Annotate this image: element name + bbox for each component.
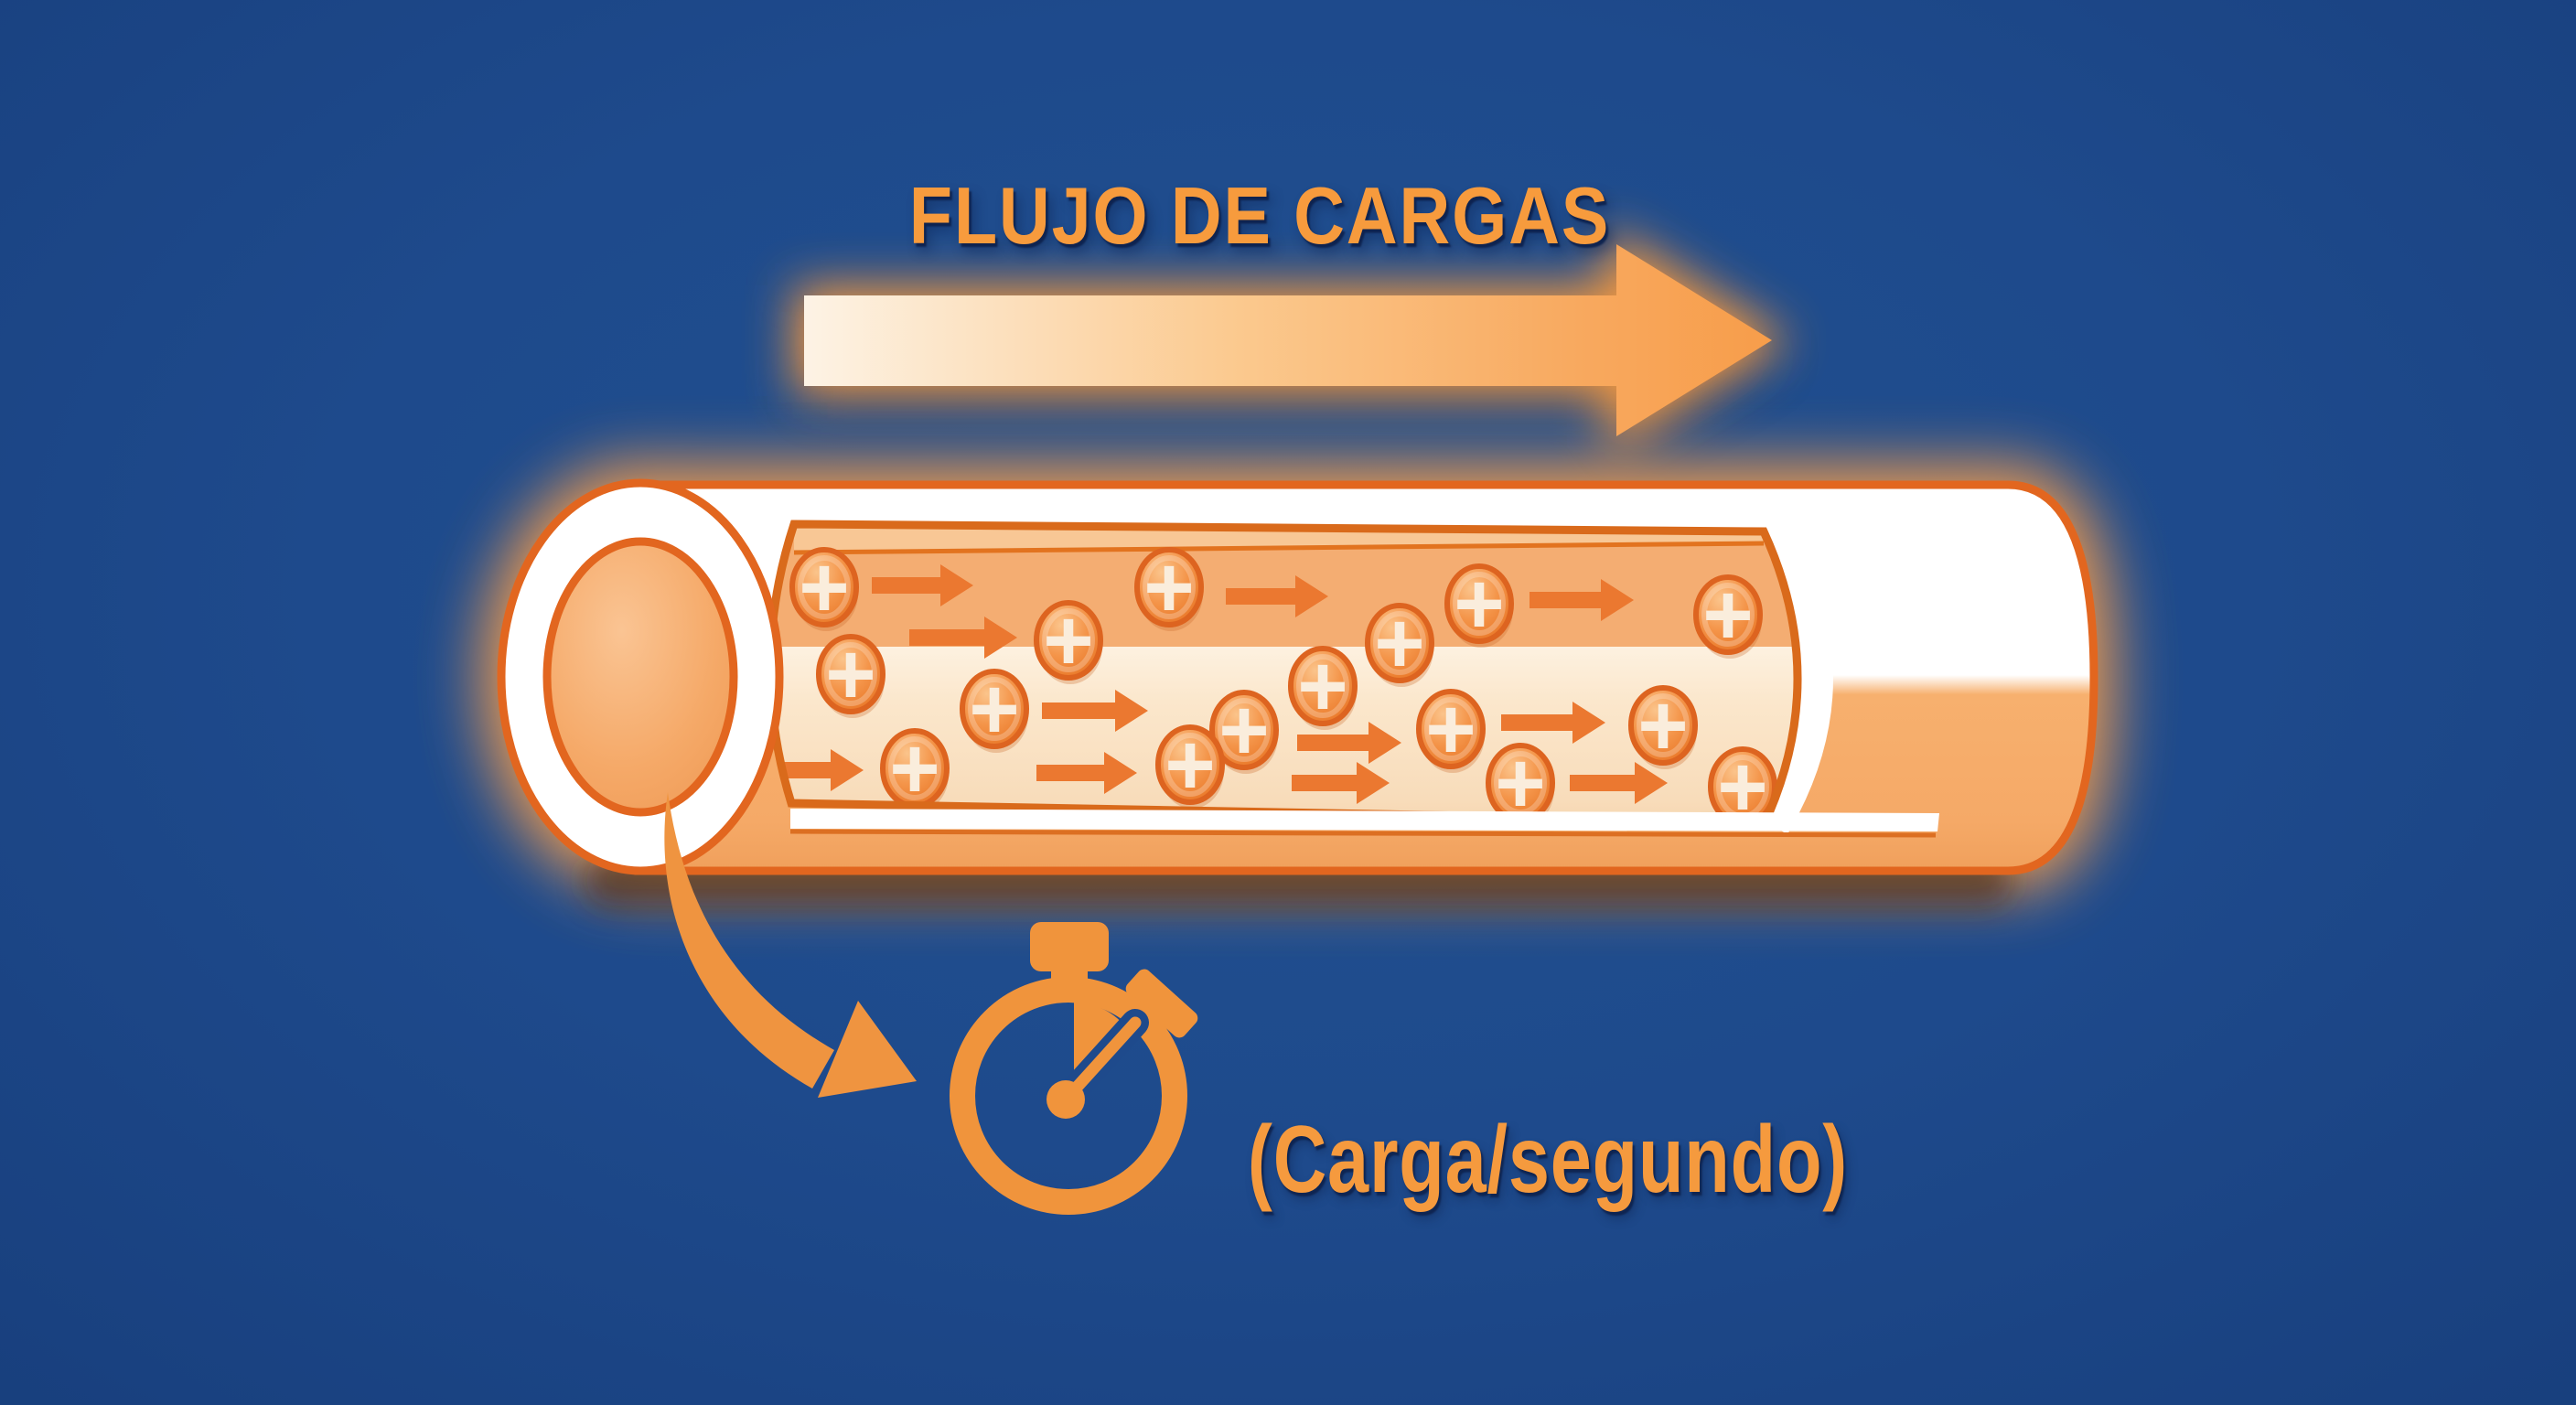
motion-arrow: [1297, 722, 1401, 764]
svg-text:+: +: [1717, 738, 1767, 835]
motion-arrow: [777, 749, 864, 791]
positive-charge-plus-icon: +: [1034, 592, 1103, 689]
svg-text:+: +: [799, 539, 849, 636]
svg-text:+: +: [1425, 681, 1476, 778]
svg-text:+: +: [1374, 595, 1424, 692]
charges-layer: ++++++++++++++++: [789, 539, 1777, 835]
tube-opening: [497, 478, 784, 875]
motion-arrow: [1530, 579, 1634, 621]
positive-charge-plus-icon: +: [1628, 677, 1698, 774]
positive-charge-plus-icon: +: [1365, 595, 1434, 692]
page-title: FLUJO DE CARGAS: [908, 170, 1611, 261]
motion-arrows-layer: [777, 564, 1668, 804]
motion-arrow: [1042, 690, 1148, 732]
svg-text:+: +: [1043, 592, 1093, 689]
svg-text:+: +: [1637, 677, 1688, 774]
svg-text:+: +: [889, 720, 939, 817]
motion-arrow: [1501, 702, 1605, 744]
curved-pointer-arrow-icon: [664, 792, 917, 1098]
positive-charge-plus-icon: +: [1134, 539, 1204, 636]
flow-direction-arrow-icon: [804, 244, 1772, 436]
motion-arrow: [1292, 762, 1390, 804]
cutaway-window: ++++++++++++++++: [746, 524, 1843, 871]
conductor-tube: ++++++++++++++++: [497, 478, 2104, 875]
svg-text:+: +: [825, 626, 875, 723]
svg-text:+: +: [1454, 555, 1504, 652]
svg-text:+: +: [1702, 566, 1753, 663]
tube-wall-edge: [790, 809, 1939, 831]
positive-charge-plus-icon: +: [1693, 566, 1763, 663]
motion-arrow: [872, 564, 973, 606]
positive-charge-plus-icon: +: [1209, 681, 1279, 778]
positive-charge-plus-icon: +: [880, 720, 950, 817]
positive-charge-plus-icon: +: [1416, 681, 1486, 778]
motion-arrow: [1570, 762, 1668, 804]
svg-text:+: +: [1218, 681, 1269, 778]
unit-note-label: (Carga/segundo): [1247, 1106, 1849, 1213]
positive-charge-plus-icon: +: [1155, 716, 1225, 813]
positive-charge-plus-icon: +: [1708, 738, 1777, 835]
svg-text:+: +: [1143, 539, 1194, 636]
motion-arrow: [909, 617, 1017, 659]
cutaway-rim-highlight: [1751, 517, 1833, 835]
motion-arrow: [1036, 752, 1137, 794]
positive-charge-plus-icon: +: [816, 626, 886, 723]
motion-arrow: [1226, 575, 1328, 617]
positive-charge-plus-icon: +: [960, 660, 1029, 757]
positive-charge-plus-icon: +: [1444, 555, 1514, 652]
positive-charge-plus-icon: +: [789, 539, 859, 636]
svg-text:+: +: [1297, 638, 1347, 735]
positive-charge-plus-icon: +: [1288, 638, 1358, 735]
svg-text:+: +: [1495, 735, 1545, 831]
svg-text:+: +: [1165, 716, 1215, 813]
stopwatch-icon: [950, 922, 1198, 1215]
svg-text:+: +: [969, 660, 1019, 757]
